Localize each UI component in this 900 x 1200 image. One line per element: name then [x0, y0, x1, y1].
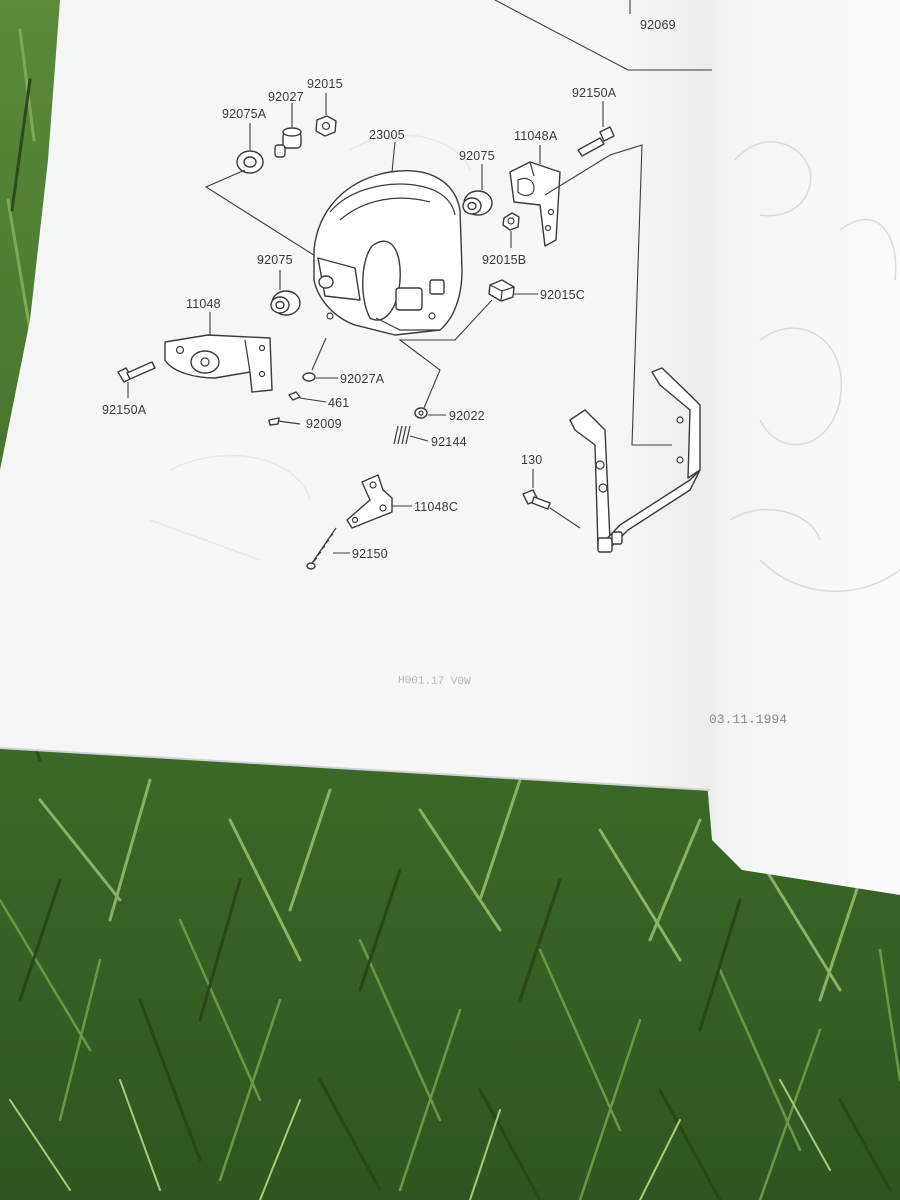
callout-11048A: 11048A — [514, 129, 558, 143]
callout-92075-top: 92075 — [459, 149, 495, 163]
part-92027A-collar — [302, 372, 316, 382]
callout-92150A-top: 92150A — [572, 86, 617, 100]
part-11048-bracket — [164, 334, 273, 393]
part-92150A-bolt-top — [577, 126, 615, 157]
part-92015B-nut — [502, 212, 520, 231]
callout-23005: 23005 — [369, 128, 405, 142]
part-92015-nut — [315, 115, 337, 137]
page-footer-code: H001.17 V0W — [398, 675, 471, 688]
part-92075-grommet-top — [462, 190, 493, 216]
callout-92015B: 92015B — [482, 253, 526, 267]
part-11048A-bracket — [509, 161, 561, 247]
callout-11048C: 11048C — [414, 500, 458, 514]
top-frame-line — [494, 0, 712, 71]
callout-461: 461 — [328, 396, 349, 410]
back-page-ghost-drawings — [729, 141, 900, 593]
callout-92075A: 92075A — [222, 107, 267, 121]
back-page — [690, 0, 900, 895]
callout-92075-mid: 92075 — [257, 253, 293, 267]
callout-92069: 92069 — [640, 18, 676, 32]
part-461-clip — [288, 391, 301, 401]
callout-92022: 92022 — [449, 409, 485, 423]
date-stamp: 03.11.1994 — [709, 712, 787, 727]
part-92150-screw — [306, 527, 337, 570]
grass-blades — [0, 28, 900, 1200]
callout-92027A: 92027A — [340, 372, 385, 386]
part-130-bolt — [522, 489, 551, 510]
part-11048C-bracket — [346, 474, 393, 529]
callout-11048: 11048 — [186, 297, 221, 311]
part-92144-spring — [393, 425, 411, 445]
part-92075A-grommet — [236, 150, 264, 174]
part-92009-screw — [268, 417, 301, 426]
part-92015C-square-nut — [488, 279, 515, 302]
part-headlight-stay — [569, 367, 701, 553]
callout-92150: 92150 — [352, 547, 388, 561]
page-ghost-lines — [149, 134, 471, 561]
callout-92015C: 92015C — [540, 288, 585, 302]
callout-92150A-left: 92150A — [102, 403, 147, 417]
callout-92144: 92144 — [431, 435, 467, 449]
callout-92009: 92009 — [306, 417, 342, 431]
part-92022-washer — [414, 407, 428, 419]
callout-92015: 92015 — [307, 77, 343, 91]
callout-130: 130 — [521, 453, 542, 467]
manual-page — [0, 0, 712, 790]
part-92075-grommet-mid — [270, 290, 301, 316]
callout-92027: 92027 — [268, 90, 304, 104]
part-92150A-bolt-left — [117, 361, 156, 383]
part-23005-housing — [313, 170, 463, 336]
part-92027-collar — [274, 127, 302, 158]
